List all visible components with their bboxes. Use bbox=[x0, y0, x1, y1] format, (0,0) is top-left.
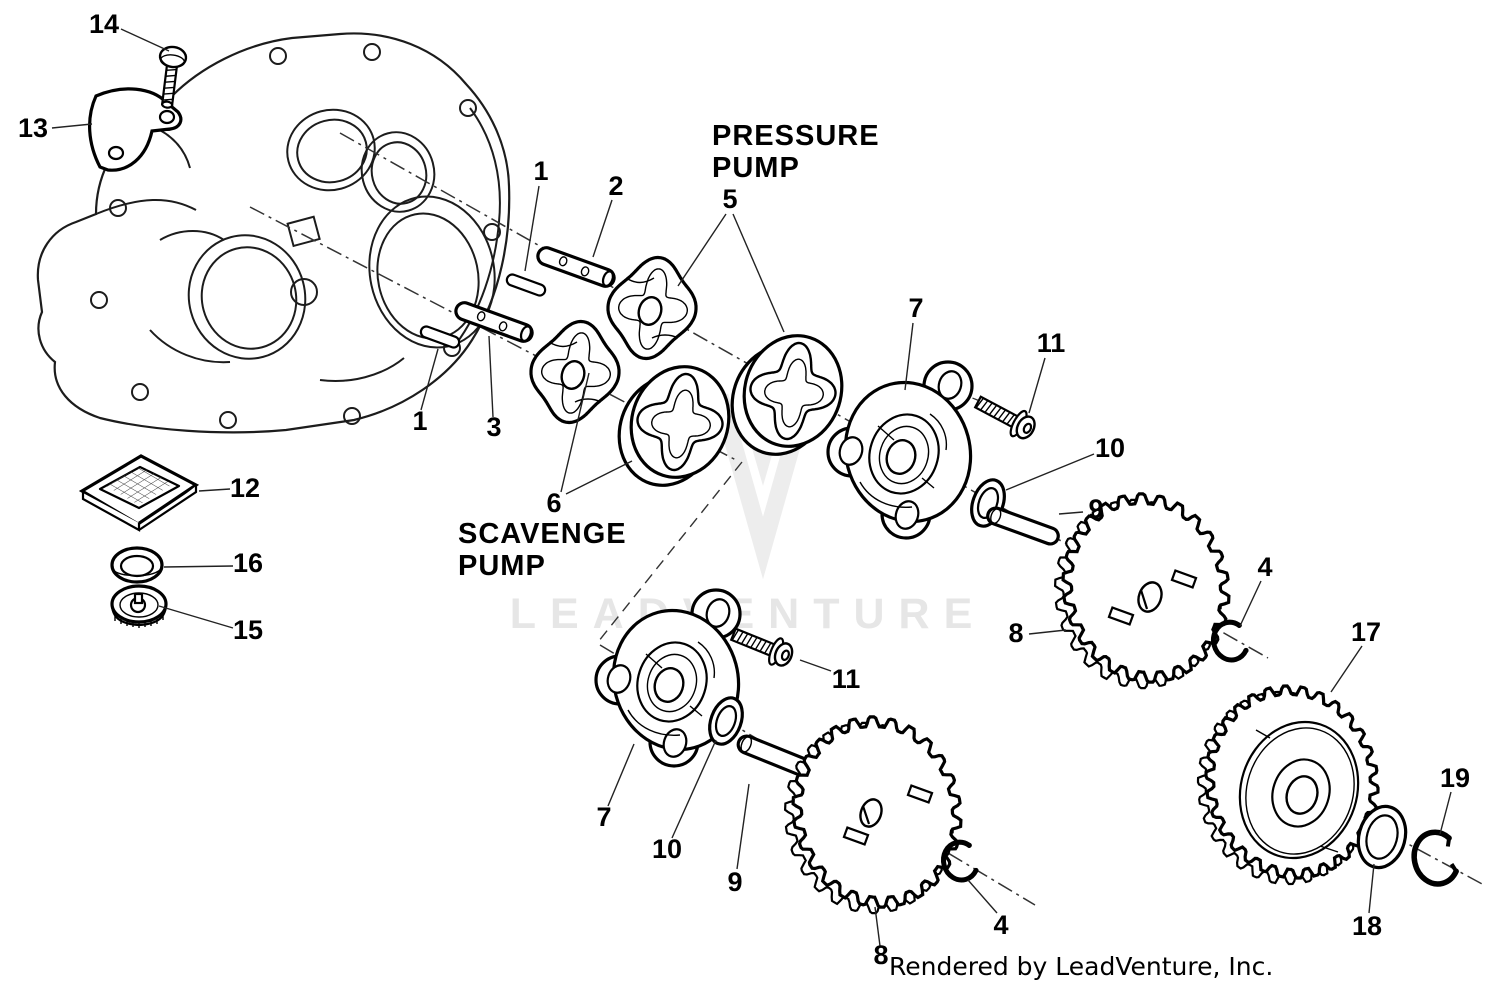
callout-4-pressure[interactable]: 4 bbox=[1257, 552, 1272, 582]
watermark-text: LEADVENTURE bbox=[510, 590, 987, 638]
pressure-pump-title-line2: PUMP bbox=[712, 152, 800, 184]
scavenge-pump-gear-8 bbox=[783, 715, 963, 915]
callout-9-scavenge[interactable]: 9 bbox=[727, 867, 742, 897]
callout-10-pressure[interactable]: 10 bbox=[1095, 433, 1125, 463]
callout-4-scavenge[interactable]: 4 bbox=[993, 910, 1008, 940]
callout-8-pressure[interactable]: 8 bbox=[1008, 618, 1023, 648]
pressure-pump-gear-8 bbox=[1053, 492, 1231, 690]
scavenge-inner-rotor-6 bbox=[529, 319, 621, 425]
callout-labels: 14 13 1 2 5 1 3 6 7 11 10 9 8 4 17 19 18… bbox=[18, 9, 1470, 970]
callout-11-scavenge[interactable]: 11 bbox=[832, 664, 861, 694]
callout-1-upper[interactable]: 1 bbox=[533, 156, 548, 186]
pressure-bolt-11 bbox=[970, 388, 1041, 445]
crankcase-upper-bore-2 bbox=[360, 131, 436, 213]
crankcase-half bbox=[36, 32, 511, 434]
callout-7-scavenge[interactable]: 7 bbox=[596, 802, 611, 832]
callout-19[interactable]: 19 bbox=[1440, 763, 1470, 793]
callout-11-pressure[interactable]: 11 bbox=[1037, 328, 1066, 358]
callout-9-pressure[interactable]: 9 bbox=[1088, 494, 1103, 524]
pressure-inner-rotor-5 bbox=[606, 255, 698, 361]
plug-15 bbox=[110, 584, 168, 628]
scavenge-outer-rotor-6 bbox=[603, 352, 745, 500]
callout-8-scavenge[interactable]: 8 bbox=[873, 940, 888, 970]
callout-6[interactable]: 6 bbox=[546, 488, 561, 518]
pressure-pump-title-line1: PRESSURE bbox=[712, 120, 880, 152]
crankcase-upper-bore bbox=[286, 108, 376, 192]
washer-18 bbox=[1356, 804, 1408, 870]
callout-18[interactable]: 18 bbox=[1352, 911, 1382, 941]
scavenge-connector-line bbox=[597, 461, 743, 643]
pin-1-upper bbox=[505, 273, 547, 297]
callout-5[interactable]: 5 bbox=[722, 184, 737, 214]
callout-7-pressure[interactable]: 7 bbox=[908, 293, 923, 323]
callout-15[interactable]: 15 bbox=[233, 615, 263, 645]
leader-lines bbox=[51, 28, 1452, 947]
shaft-3 bbox=[454, 301, 534, 343]
section-titles: PRESSURE PUMP SCAVENGE PUMP bbox=[458, 120, 880, 582]
scavenge-o-ring-10 bbox=[708, 696, 744, 746]
callout-12[interactable]: 12 bbox=[230, 473, 260, 503]
strainer-screen-12 bbox=[78, 454, 200, 532]
snap-ring-19 bbox=[1411, 829, 1459, 887]
idler-gear-17 bbox=[1196, 684, 1380, 886]
callout-2[interactable]: 2 bbox=[608, 171, 623, 201]
shaft-2 bbox=[536, 246, 616, 288]
callout-16[interactable]: 16 bbox=[233, 548, 263, 578]
bolt-14 bbox=[158, 45, 188, 109]
crankcase-main-bore bbox=[187, 234, 307, 360]
callout-13[interactable]: 13 bbox=[18, 113, 48, 143]
callout-3[interactable]: 3 bbox=[486, 412, 501, 442]
pressure-dowel-pin-9 bbox=[986, 506, 1060, 546]
callout-14[interactable]: 14 bbox=[89, 9, 119, 39]
callout-1-lower[interactable]: 1 bbox=[412, 406, 427, 436]
pressure-pump-cover-7 bbox=[826, 360, 988, 540]
o-ring-16 bbox=[110, 546, 164, 584]
callout-10-scavenge[interactable]: 10 bbox=[652, 834, 682, 864]
gasket-plate-13 bbox=[88, 87, 183, 172]
scavenge-pump-title-line1: SCAVENGE bbox=[458, 518, 627, 550]
callout-17[interactable]: 17 bbox=[1351, 617, 1381, 647]
pin-1-lower bbox=[419, 325, 461, 349]
scavenge-pump-title-line2: PUMP bbox=[458, 550, 546, 582]
footer-credit: Rendered by LeadVenture, Inc. bbox=[889, 952, 1273, 981]
